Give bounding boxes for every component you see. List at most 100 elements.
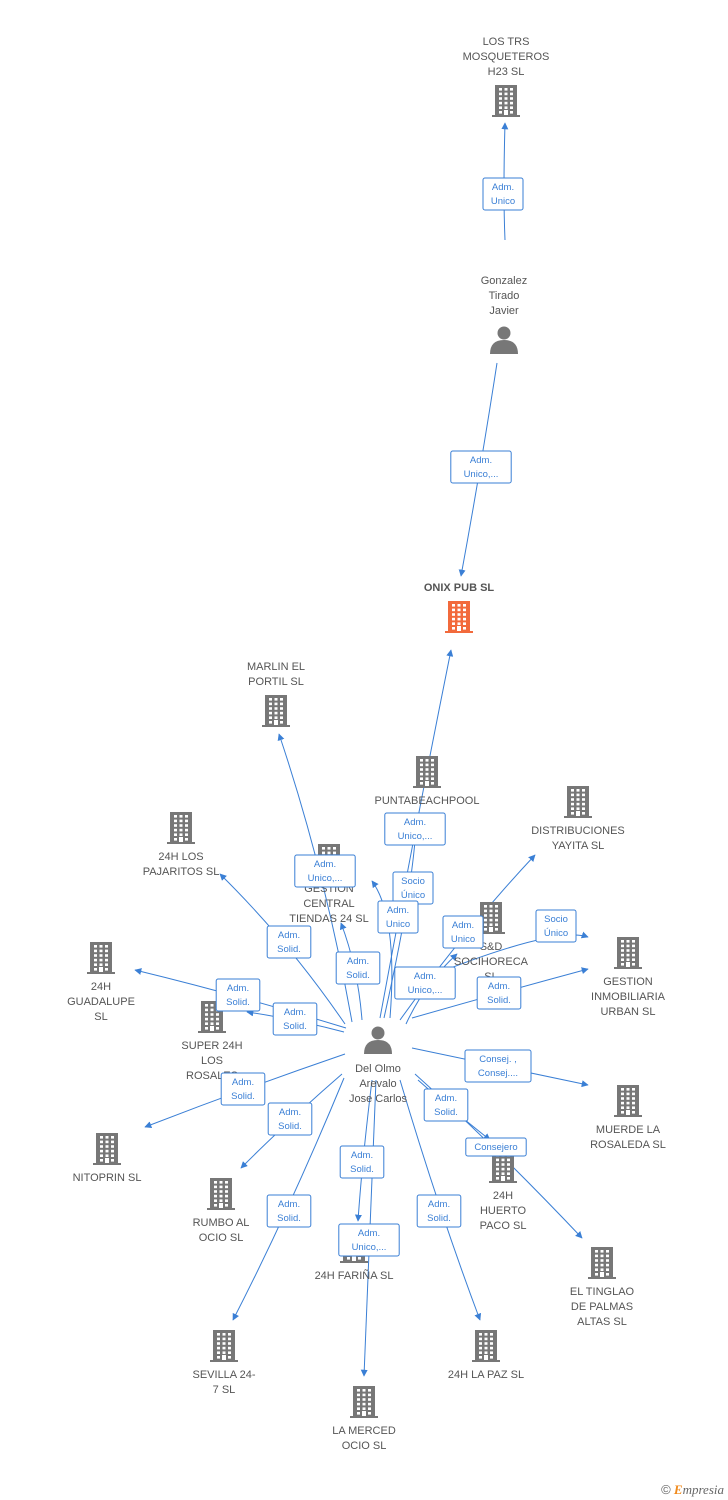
role-badge-text: Adm.: [279, 1107, 301, 1118]
role-badge-text: Adm.: [428, 1199, 450, 1210]
company-node-puntabeach[interactable]: PUNTABEACHPOOL: [375, 756, 480, 807]
role-badge[interactable]: Consej. ,Consej....: [464, 1049, 532, 1083]
role-badge[interactable]: Adm. Unico: [377, 900, 419, 934]
person-icon: [364, 1026, 392, 1054]
node-label: H23 SL: [488, 66, 525, 78]
role-badge-text: Solid.: [487, 995, 511, 1006]
building-icon: [93, 1133, 121, 1165]
role-badge-text: Adm.: [488, 981, 510, 992]
node-label: ONIX PUB SL: [424, 582, 495, 594]
role-badge-text: Solid.: [278, 1121, 302, 1132]
company-node-nitoprin[interactable]: NITOPRIN SL: [73, 1133, 142, 1184]
node-label: ROSALEDA SL: [590, 1139, 666, 1151]
role-badge-text: Unico: [386, 919, 410, 930]
node-label: Javier: [489, 305, 519, 317]
role-badge-text: Adm.: [351, 1150, 373, 1161]
role-badge[interactable]: Adm. Solid.: [476, 976, 522, 1010]
role-badge[interactable]: Consejero: [465, 1137, 527, 1157]
building-icon: [167, 812, 195, 844]
node-label: CENTRAL: [303, 898, 354, 910]
role-badge[interactable]: Adm.Solid.: [416, 1194, 462, 1228]
building-icon: [477, 902, 505, 934]
role-badge-text: Adm.: [470, 455, 492, 466]
role-badge-text: Solid.: [346, 970, 370, 981]
role-badge[interactable]: Adm.Solid.: [272, 1002, 318, 1036]
node-label: LOS: [201, 1055, 223, 1067]
role-badge[interactable]: Adm.Solid.: [266, 1194, 312, 1228]
role-badge-text: Socio: [544, 914, 568, 925]
building-icon: [614, 937, 642, 969]
company-node-onix[interactable]: ONIX PUB SL: [424, 582, 495, 633]
role-badge[interactable]: Adm. Unico: [482, 177, 524, 211]
role-badge[interactable]: Adm.Solid.: [339, 1145, 385, 1179]
role-badge-text: Adm.: [387, 905, 409, 916]
company-node-sevilla[interactable]: SEVILLA 24-7 SL: [193, 1330, 256, 1396]
building-icon: [614, 1085, 642, 1117]
node-label: LOS TRS: [483, 36, 530, 48]
role-badge[interactable]: Adm.Solid.: [215, 978, 261, 1012]
building-icon: [210, 1330, 238, 1362]
role-badge[interactable]: Adm.Unico,...: [384, 812, 446, 846]
copyright-icon: ©: [661, 1482, 671, 1497]
role-badge[interactable]: Adm.Unico,...: [294, 854, 356, 888]
building-icon: [413, 756, 441, 788]
role-badge[interactable]: Adm.Unico,...: [450, 450, 512, 484]
role-badge[interactable]: Adm. Solid.: [267, 1102, 313, 1136]
node-label: Del Olmo: [355, 1063, 401, 1075]
node-label: NITOPRIN SL: [73, 1172, 142, 1184]
node-label: EL TINGLAO: [570, 1286, 635, 1298]
role-badge[interactable]: Adm.Solid.: [220, 1072, 266, 1106]
node-label: DE PALMAS: [571, 1301, 633, 1313]
building-icon: [472, 1330, 500, 1362]
role-badge[interactable]: Adm.Unico: [442, 915, 484, 949]
badges-layer: Adm.UnicoAdm.Unico,...Adm.Unico,...Adm.U…: [215, 177, 577, 1257]
role-badge[interactable]: Adm.Unico,...: [394, 966, 456, 1000]
role-badge[interactable]: Adm.Solid.: [335, 951, 381, 985]
role-badge-text: Adm.: [435, 1093, 457, 1104]
role-badge-text: Adm.: [232, 1077, 254, 1088]
role-badge-text: Adm.: [227, 983, 249, 994]
role-badge[interactable]: Adm.Unico,...: [338, 1223, 400, 1257]
brand-logo-text: mpresia: [682, 1482, 724, 1497]
building-icon: [445, 601, 473, 633]
role-badge-text: Adm.: [314, 859, 336, 870]
node-label: Gonzalez: [481, 275, 527, 287]
role-badge[interactable]: Adm.Solid.: [266, 925, 312, 959]
company-node-socihoreca[interactable]: S&DSOCIHORECASL: [454, 902, 529, 983]
node-label: GESTION: [603, 976, 653, 988]
building-icon: [492, 85, 520, 117]
building-icon: [588, 1247, 616, 1279]
role-badge-text: Adm.: [492, 182, 514, 193]
building-icon: [207, 1178, 235, 1210]
node-label: PORTIL SL: [248, 676, 304, 688]
role-badge-text: Unico,...: [408, 985, 443, 996]
role-badge[interactable]: Adm.Solid.: [423, 1088, 469, 1122]
role-badge-text: Adm.: [358, 1228, 380, 1239]
role-badge-text: Adm.: [278, 930, 300, 941]
role-badge-text: Unico: [491, 196, 515, 207]
brand-footer[interactable]: © Empresia: [661, 1482, 724, 1498]
role-badge-text: Solid.: [277, 1213, 301, 1224]
role-badge-text: Socio: [401, 876, 425, 887]
role-badge-text: Consej. ,: [479, 1054, 517, 1065]
node-label: Jose Carlos: [349, 1093, 408, 1105]
company-node-lapaz[interactable]: 24H LA PAZ SL: [448, 1330, 524, 1381]
node-label: GUADALUPE: [67, 996, 135, 1008]
